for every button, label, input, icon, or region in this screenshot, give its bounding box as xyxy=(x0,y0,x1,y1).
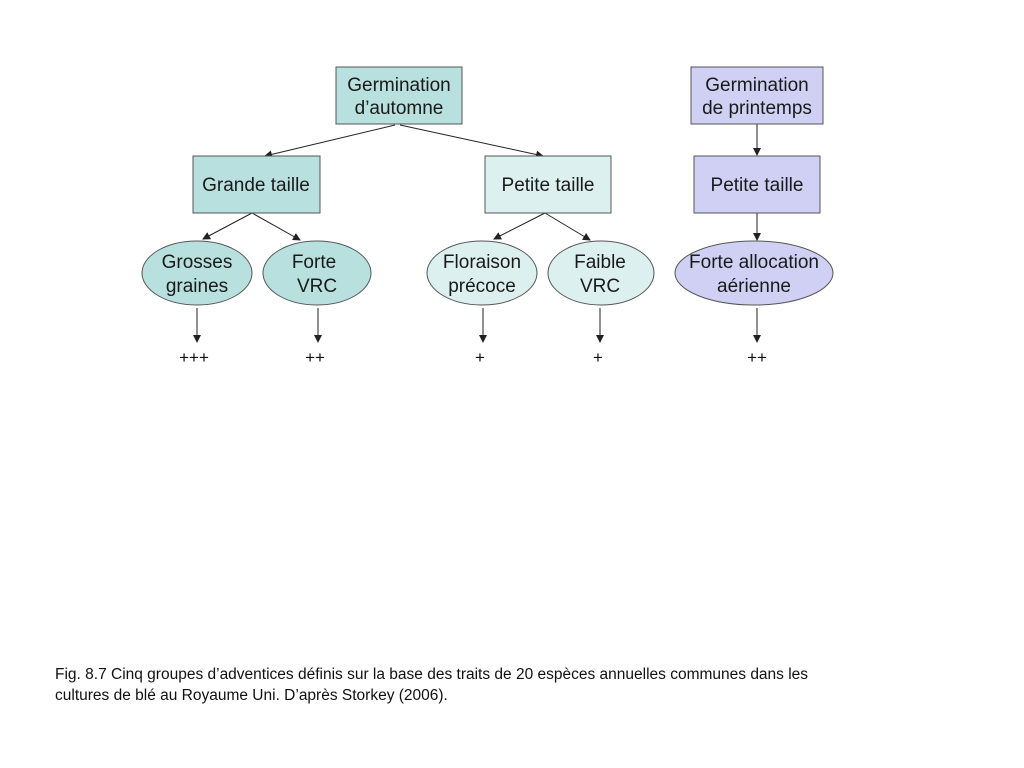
node-grande-taille: Grande taille xyxy=(192,155,321,214)
germination-automne-line2: d’automne xyxy=(355,98,444,119)
forte-allocation-line2: aérienne xyxy=(717,276,791,297)
outcome-floraison: + xyxy=(475,348,485,367)
germination-automne-line1: Germination xyxy=(347,75,451,96)
edge-grande-to-forte xyxy=(251,212,301,241)
edge-petite-to-floraison xyxy=(493,212,546,240)
figure-caption: Fig. 8.7 Cinq groupes d’adventices défin… xyxy=(55,664,955,706)
petite-taille-automne-label: Petite taille xyxy=(502,175,595,196)
edge-petite-to-faible xyxy=(544,212,591,241)
outcome-faible-vrc: + xyxy=(593,348,603,367)
edge-grande-to-grosses xyxy=(202,212,253,240)
germination-printemps-line1: Germination xyxy=(705,75,809,96)
node-petite-taille-automne: Petite taille xyxy=(484,155,612,214)
node-germination-automne: Germination d’automne xyxy=(335,66,463,125)
node-grosses-graines: Grosses graines xyxy=(141,240,253,306)
node-petite-taille-printemps: Petite taille xyxy=(693,155,821,214)
outcome-forte-allocation: ++ xyxy=(747,348,767,367)
node-faible-vrc: Faible VRC xyxy=(547,240,655,306)
floraison-line1: Floraison xyxy=(443,252,521,273)
grosses-graines-line2: graines xyxy=(166,276,228,297)
node-floraison-precoce: Floraison précoce xyxy=(426,240,538,306)
forte-vrc-line2: VRC xyxy=(297,276,337,297)
petite-taille-printemps-label: Petite taille xyxy=(711,175,804,196)
caption-line-2: cultures de blé au Royaume Uni. D’après … xyxy=(55,687,448,704)
node-germination-printemps: Germination de printemps xyxy=(690,66,824,125)
grosses-graines-line1: Grosses xyxy=(162,252,233,273)
forte-vrc-line1: Forte xyxy=(292,252,336,273)
node-forte-vrc: Forte VRC xyxy=(262,240,372,306)
node-forte-allocation: Forte allocation aérienne xyxy=(674,240,834,306)
faible-vrc-line2: VRC xyxy=(580,276,620,297)
edge-autumn-to-petite xyxy=(399,124,544,159)
edge-autumn-to-grande xyxy=(264,124,396,159)
outcome-grosses-graines: +++ xyxy=(179,348,209,367)
outcome-forte-vrc: ++ xyxy=(305,348,325,367)
caption-line-1: Fig. 8.7 Cinq groupes d’adventices défin… xyxy=(55,666,809,683)
grande-taille-label: Grande taille xyxy=(202,175,310,196)
forte-allocation-line1: Forte allocation xyxy=(689,252,819,273)
germination-printemps-line2: de printemps xyxy=(702,98,812,119)
floraison-line2: précoce xyxy=(448,276,516,297)
faible-vrc-line1: Faible xyxy=(574,252,626,273)
